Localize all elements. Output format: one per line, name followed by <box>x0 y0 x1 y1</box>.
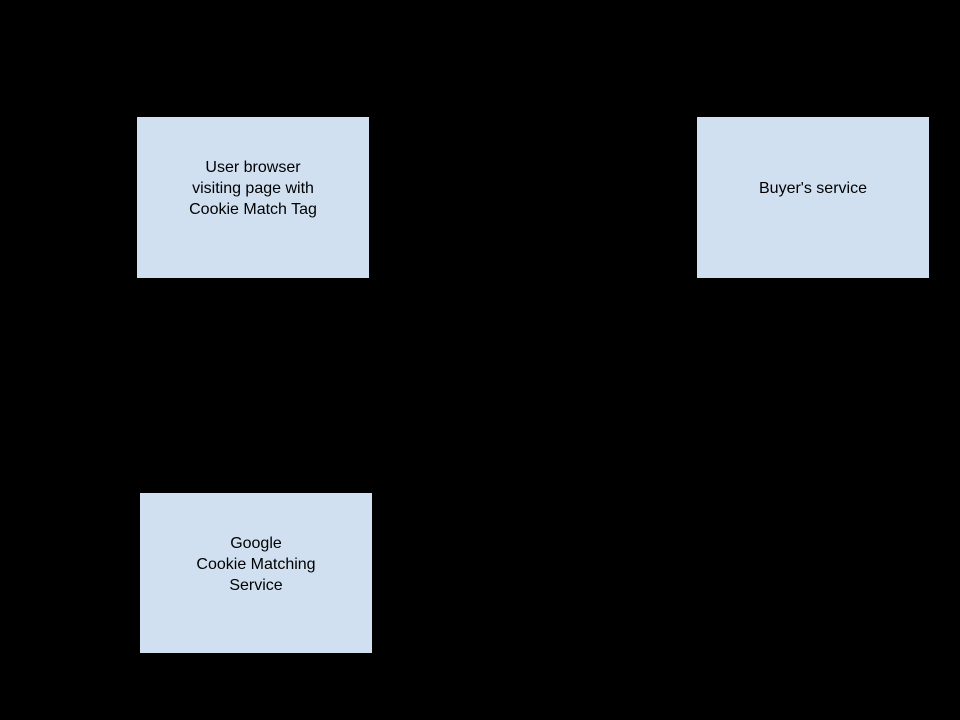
node-user-browser[interactable]: User browser visiting page with Cookie M… <box>137 117 369 278</box>
node-user-browser-label: User browser visiting page with Cookie M… <box>189 159 317 218</box>
node-buyers-service-label: Buyer's service <box>759 180 867 197</box>
node-google-cookie-matching[interactable]: Google Cookie Matching Service <box>140 493 372 653</box>
node-buyers-service[interactable]: Buyer's service <box>697 117 929 278</box>
node-google-cookie-matching-label: Google Cookie Matching Service <box>196 534 316 594</box>
